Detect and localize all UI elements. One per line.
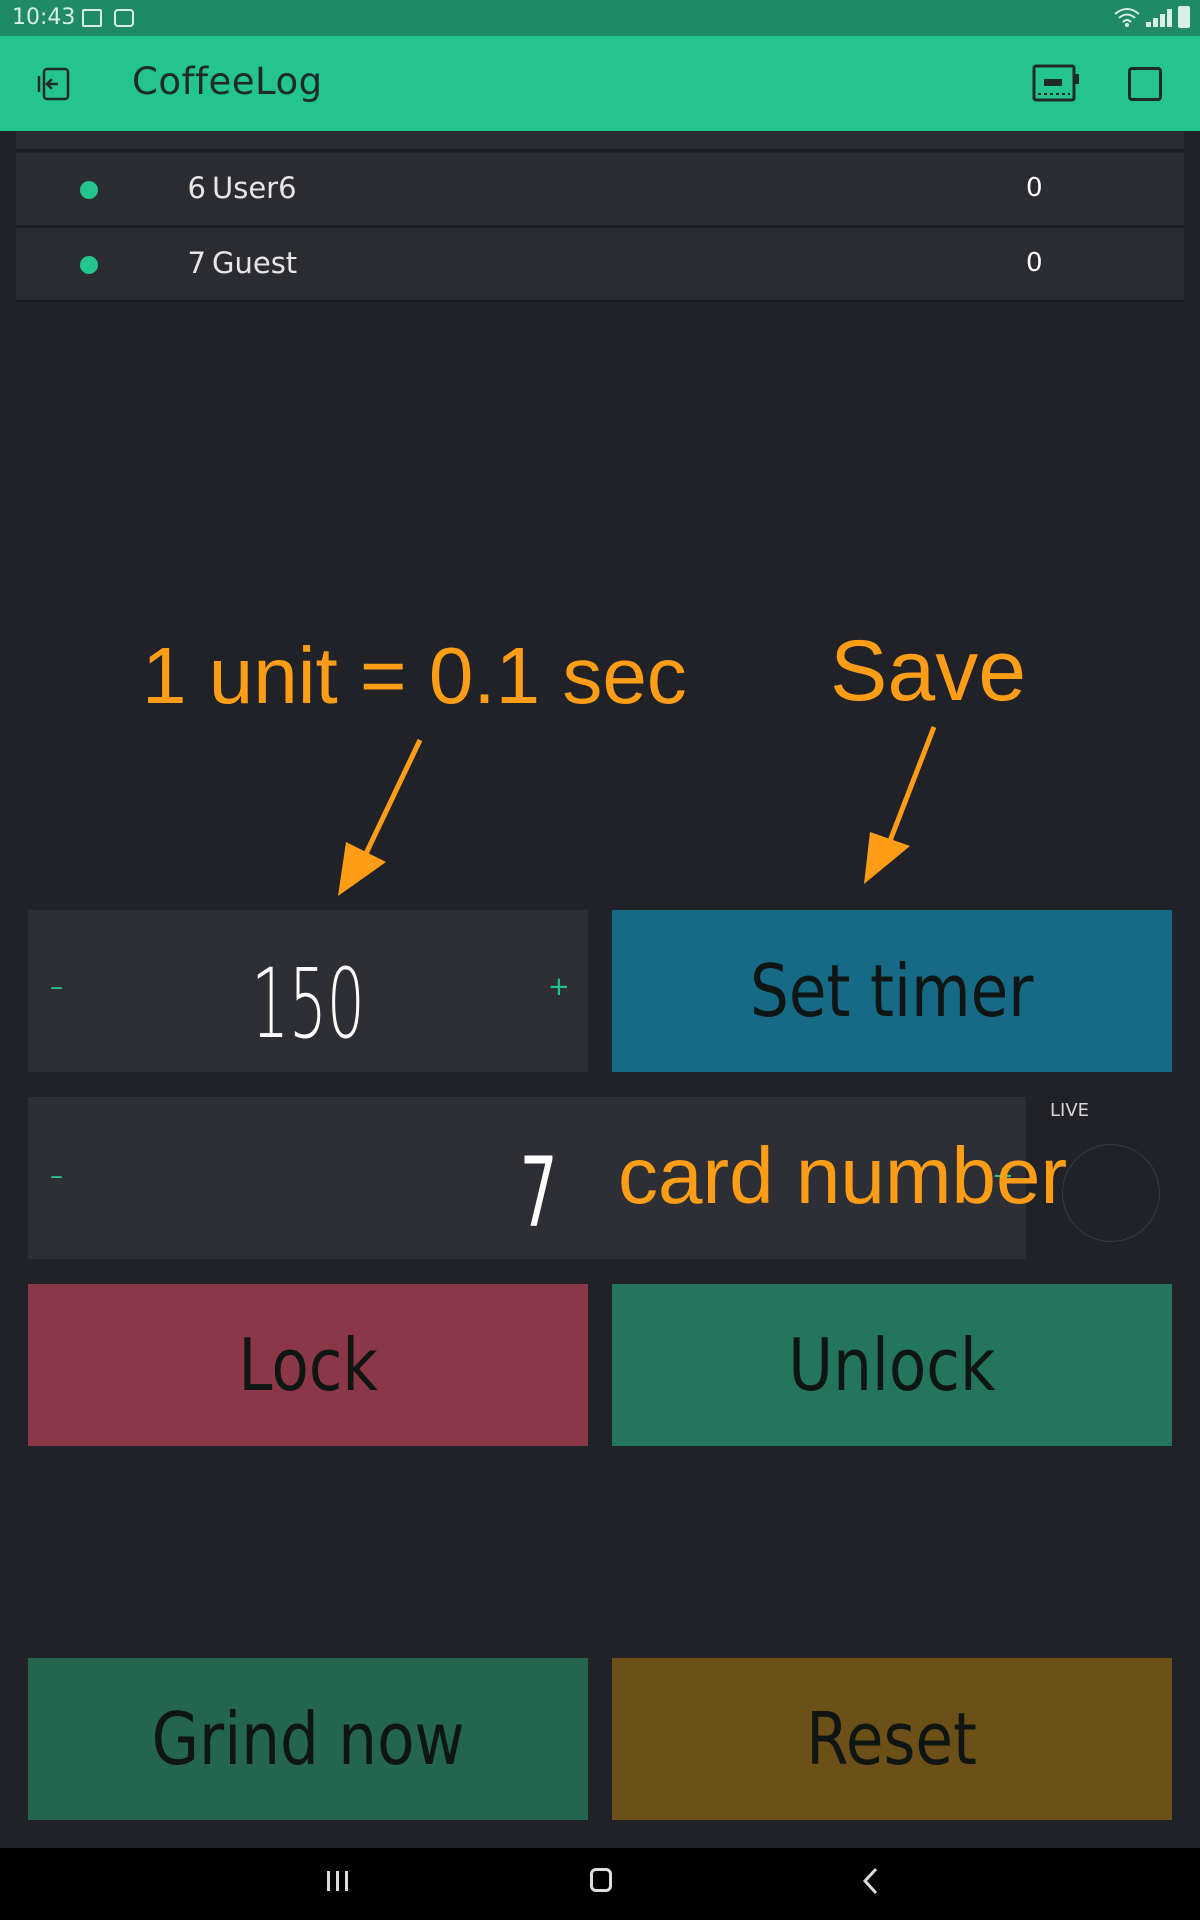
timer-decrement-button[interactable]: –	[50, 972, 63, 1002]
row-index: 6	[187, 171, 206, 205]
live-label: LIVE	[1050, 1100, 1090, 1121]
set-timer-button[interactable]: Set timer	[612, 910, 1172, 1072]
gallery-icon	[82, 9, 102, 27]
arrow-icon	[864, 726, 937, 884]
lock-button[interactable]: Lock	[28, 1284, 588, 1446]
row-index: 7	[187, 246, 206, 280]
back-icon[interactable]	[36, 66, 72, 102]
table-row-partial	[16, 131, 1184, 151]
card-number-value: 7	[519, 1137, 558, 1249]
unlock-label: Unlock	[788, 1323, 996, 1407]
system-nav-bar	[0, 1848, 1200, 1920]
status-bar: 10:43	[0, 0, 1200, 36]
timer-value: 150	[251, 948, 365, 1060]
row-name: User6	[212, 171, 297, 205]
card-increment-button[interactable]: +	[992, 1161, 1014, 1191]
live-indicator-icon	[1062, 1144, 1160, 1242]
status-time: 10:43	[12, 5, 76, 30]
app-title: CoffeeLog	[132, 60, 323, 103]
square-icon[interactable]	[1128, 67, 1162, 101]
table-row[interactable]: 6 User6 0	[16, 153, 1184, 227]
battery-icon	[1178, 6, 1190, 28]
annotation-save-note: Save	[830, 623, 1027, 719]
recents-icon[interactable]	[326, 1870, 350, 1892]
device-icon[interactable]	[1032, 64, 1080, 102]
row-value: 0	[1026, 173, 1043, 203]
status-dot-icon	[80, 256, 98, 274]
home-icon[interactable]	[590, 1868, 612, 1892]
annotation-card-note: card number	[618, 1131, 1068, 1220]
lock-label: Lock	[238, 1323, 378, 1407]
grind-now-label: Grind now	[151, 1697, 465, 1781]
reset-label: Reset	[806, 1697, 978, 1781]
row-value: 0	[1026, 248, 1043, 278]
screenshot-icon	[114, 9, 134, 27]
card-decrement-button[interactable]: –	[50, 1161, 63, 1191]
grind-now-button[interactable]: Grind now	[28, 1658, 588, 1820]
card-number-stepper[interactable]: – 7 +	[28, 1097, 1026, 1259]
row-name: Guest	[212, 246, 298, 280]
arrow-icon	[338, 738, 423, 896]
table-row[interactable]: 7 Guest 0	[16, 228, 1184, 302]
timer-increment-button[interactable]: +	[548, 972, 570, 1002]
app-bar: CoffeeLog	[0, 36, 1200, 131]
timer-stepper[interactable]: – 150 +	[28, 910, 588, 1072]
status-dot-icon	[80, 181, 98, 199]
wifi-icon	[1114, 8, 1140, 27]
unlock-button[interactable]: Unlock	[612, 1284, 1172, 1446]
nav-back-icon[interactable]	[858, 1866, 882, 1896]
reset-button[interactable]: Reset	[612, 1658, 1172, 1820]
set-timer-label: Set timer	[750, 949, 1034, 1033]
signal-icon	[1146, 7, 1172, 27]
annotation-unit-note: 1 unit = 0.1 sec	[142, 631, 687, 720]
status-right	[1114, 6, 1190, 28]
